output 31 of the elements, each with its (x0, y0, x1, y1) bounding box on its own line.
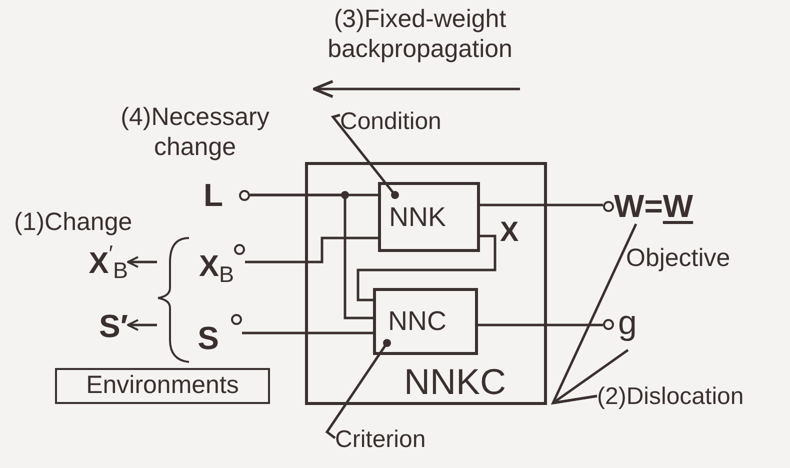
arrow (127, 256, 157, 268)
system-box (305, 162, 547, 405)
text: g (618, 306, 637, 340)
leader-text: (2)Dislocation (597, 378, 787, 416)
connector-line (250, 194, 373, 320)
leader-line (330, 114, 399, 199)
text: S (198, 319, 219, 358)
text: L (203, 176, 223, 215)
label-box: Environments (55, 368, 270, 404)
connector-line (242, 332, 373, 334)
text: X$_{B}$ (198, 249, 234, 289)
leader-text: Condition (340, 106, 465, 138)
connector-line (478, 324, 603, 326)
leader-line (550, 223, 638, 405)
connector-line (245, 236, 378, 264)
module-box: NNK (378, 182, 480, 252)
connector-line (356, 234, 496, 302)
system-label: NNKC (404, 364, 506, 400)
leader-line (325, 339, 391, 439)
equation-text: W=W (614, 187, 694, 226)
edge-label: X (500, 218, 519, 246)
arrow (127, 319, 157, 331)
variable-label: S′ (78, 306, 128, 346)
annotation-text: (3)Fixed-weight backpropagation (326, 4, 514, 64)
leader-line (552, 348, 629, 404)
leader-text: Criterion (335, 422, 450, 458)
annotation-text: (1)Change (14, 207, 134, 237)
module-box: NNC (373, 288, 478, 355)
annotation-text: Objective (626, 243, 732, 273)
annotation-text: (4)Necessary change (120, 102, 270, 162)
connector-line (480, 204, 603, 206)
